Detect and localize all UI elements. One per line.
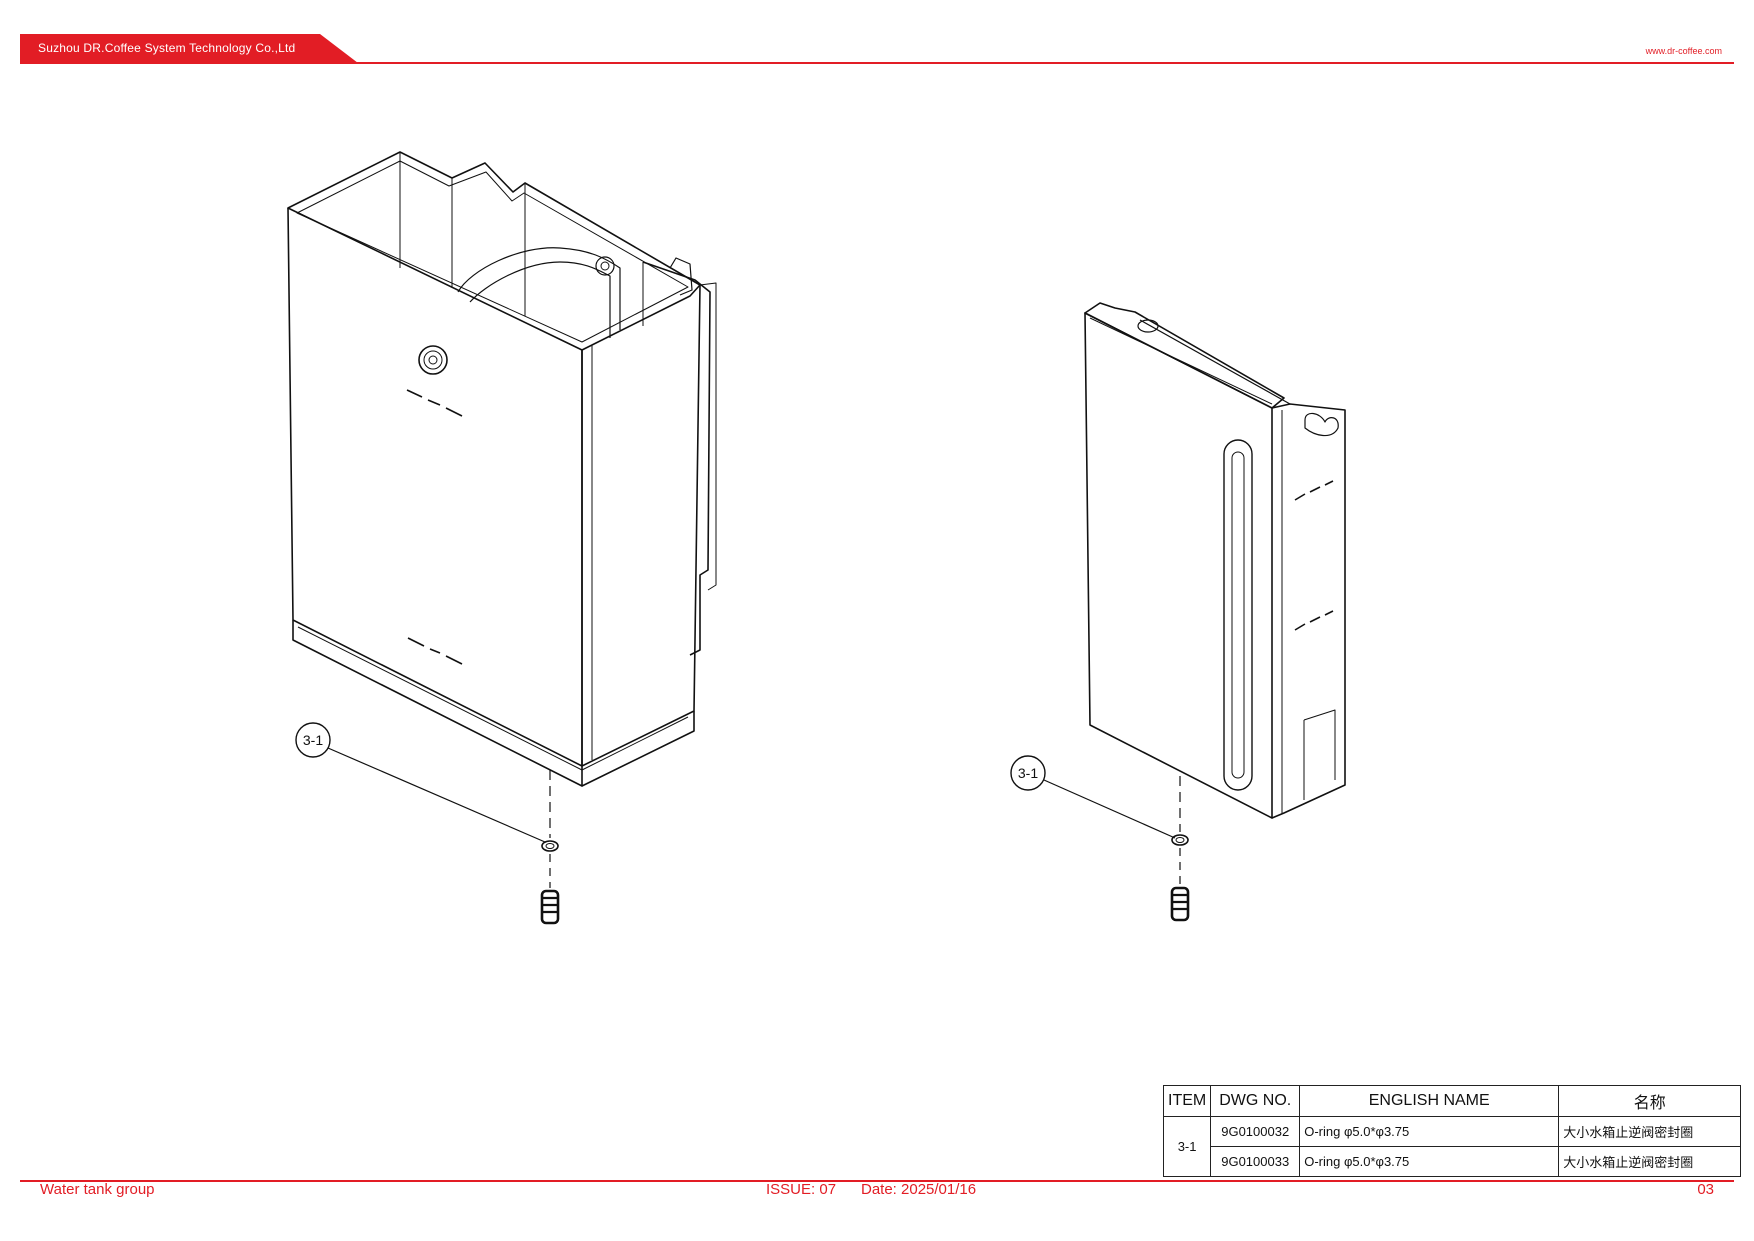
english-name: O-ring φ5.0*φ3.75 (1299, 1146, 1560, 1177)
water-tank-front-view: 3-1 (287, 151, 717, 925)
callout-label-left: 3-1 (303, 732, 323, 748)
issue-number: ISSUE: 07 (766, 1181, 837, 1198)
dwg-number: 9G0100032 (1210, 1116, 1301, 1147)
header-rule (20, 62, 1734, 64)
website-url: www.dr-coffee.com (1645, 46, 1722, 56)
page-number: 03 (1697, 1181, 1714, 1198)
water-tank-rear-view: 3-1 (1010, 302, 1346, 922)
item-number: 3-1 (1162, 1116, 1212, 1177)
header-item: ITEM (1162, 1085, 1212, 1117)
english-name: O-ring φ5.0*φ3.75 (1299, 1116, 1560, 1147)
header-red-banner (20, 34, 360, 63)
chinese-name: 大小水箱止逆阀密封圈 (1558, 1116, 1742, 1147)
chinese-name: 大小水箱止逆阀密封圈 (1558, 1146, 1742, 1177)
bill-of-materials-table: ITEM DWG NO. ENGLISH NAME 名称 3-1 9G01000… (1162, 1085, 1742, 1177)
table-row: 3-1 9G0100032 O-ring φ5.0*φ3.75 大小水箱止逆阀密… (1162, 1116, 1742, 1177)
footer-rule (20, 1180, 1734, 1182)
issue-date: Date: 2025/01/16 (861, 1181, 977, 1198)
callout-label-right: 3-1 (1018, 765, 1038, 781)
header-dwg-no: DWG NO. (1210, 1085, 1301, 1117)
document-title: Water tank group (40, 1181, 155, 1198)
table-header-row: ITEM DWG NO. ENGLISH NAME 名称 (1162, 1085, 1742, 1117)
company-name: Suzhou DR.Coffee System Technology Co.,L… (38, 41, 296, 55)
header-chinese-name: 名称 (1558, 1085, 1742, 1117)
header-english-name: ENGLISH NAME (1299, 1085, 1560, 1117)
dwg-number: 9G0100033 (1210, 1146, 1301, 1177)
table-row: 9G0100033 O-ring φ5.0*φ3.75 大小水箱止逆阀密封圈 (1164, 1146, 1742, 1177)
